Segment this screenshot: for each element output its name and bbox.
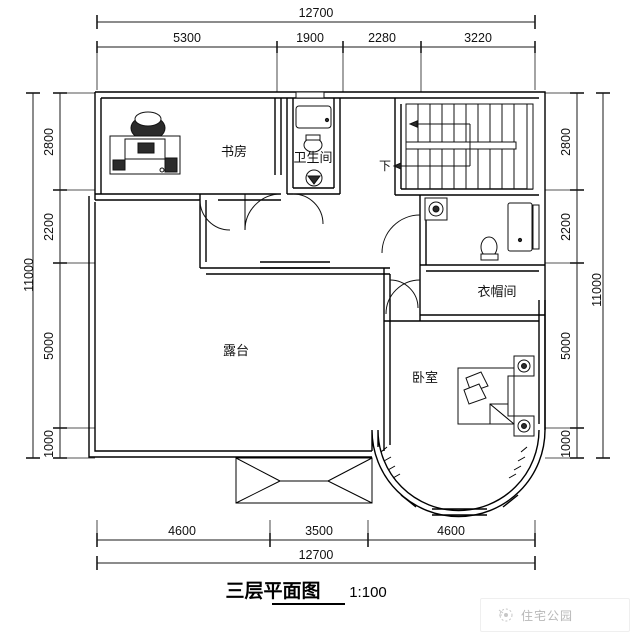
- title-text: 三层平面图: [225, 580, 320, 602]
- logo-icon: [498, 608, 513, 622]
- dim-left-seg-4: 1000: [42, 430, 56, 458]
- dimension-chain-top: 12700 5300 1900 2280 3220: [96, 6, 536, 92]
- hall-bath-fixtures: [424, 197, 540, 261]
- staircase: 下: [379, 103, 534, 190]
- study-furniture: [109, 111, 181, 175]
- dimension-chain-bottom: 4600 3500 4600 12700: [96, 520, 536, 570]
- room-label-bedroom: 卧室: [412, 370, 438, 386]
- watermark-badge: 住宅公园: [480, 598, 630, 632]
- door-swings: [199, 193, 421, 315]
- dim-top-seg-1: 5300: [173, 31, 201, 45]
- entry-canopy: [235, 457, 373, 504]
- dim-bottom-seg-1: 4600: [168, 524, 196, 538]
- dim-left-seg-2: 2200: [42, 213, 56, 241]
- dim-left-total: 11000: [22, 258, 36, 292]
- dim-bottom-seg-3: 4600: [437, 524, 465, 538]
- bathroom-fixtures: [295, 91, 332, 187]
- dim-bottom-total: 12700: [299, 548, 334, 562]
- dim-right-total: 11000: [590, 273, 604, 307]
- room-label-bathroom: 卫生间: [293, 151, 332, 166]
- watermark-label: 住宅公园: [521, 608, 574, 623]
- room-label-study: 书房: [221, 144, 247, 160]
- dim-top-seg-4: 3220: [464, 31, 492, 45]
- title-scale: 1:100: [349, 584, 387, 601]
- dim-right-seg-2: 2200: [559, 213, 573, 241]
- room-label-closet: 衣帽间: [477, 284, 516, 300]
- dimension-chain-right: 11000 2800 2200 5000 1000: [545, 92, 610, 459]
- dim-right-seg-3: 5000: [559, 332, 573, 360]
- dimension-chain-left: 11000 2800 2200 5000 1000: [22, 92, 95, 459]
- bedroom-furniture: [457, 355, 535, 437]
- dim-top-total: 12700: [299, 6, 334, 20]
- interior-partitions: [95, 98, 545, 451]
- dim-top-seg-2: 1900: [296, 31, 324, 45]
- stair-direction-label: 下: [379, 159, 391, 173]
- curved-bay-wall: [371, 429, 546, 518]
- dim-bottom-seg-2: 3500: [305, 524, 333, 538]
- dim-left-seg-1: 2800: [42, 128, 56, 156]
- dim-right-seg-4: 1000: [559, 430, 573, 458]
- room-label-terrace: 露台: [223, 344, 249, 359]
- dim-left-seg-3: 5000: [42, 332, 56, 360]
- room-labels: 书房 卫生间 衣帽间 卧室 露台: [221, 144, 517, 386]
- dim-right-seg-1: 2800: [559, 128, 573, 156]
- drawing-title: 三层平面图 1:100: [225, 580, 387, 605]
- dim-top-seg-3: 2280: [368, 31, 396, 45]
